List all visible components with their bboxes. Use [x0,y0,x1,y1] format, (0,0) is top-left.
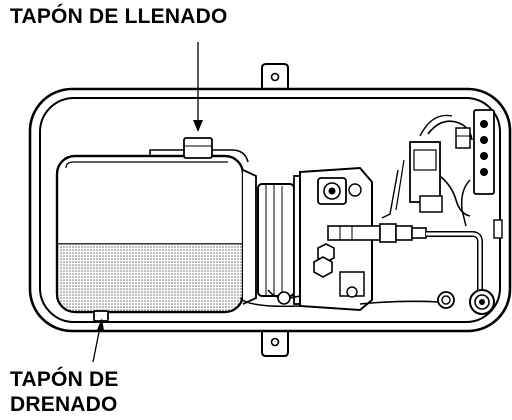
drain-plug [93,310,109,322]
leader-lines [92,42,203,363]
fill-plug-label: TAPÓN DE LLENADO [10,4,227,29]
drain-plug-label-line2: DRENADO [10,393,118,416]
fluid-level [57,241,243,312]
drain-plug-label-line1: TAPÓN DE [10,368,119,391]
mounting-tab-bottom [261,328,289,357]
drain-plug-label: TAPÓN DE DRENADO [10,367,119,417]
fill-plug [183,137,213,159]
reservoir-tank [55,149,257,314]
cartridge-fitting [327,223,427,243]
hydraulic-line [239,231,483,308]
fill-plug-label-text: TAPÓN DE LLENADO [10,5,228,28]
solenoid-assembly [381,114,473,219]
bottom-fittings [437,289,495,315]
terminal-strip [460,109,503,239]
mounting-tab-top [261,63,289,90]
